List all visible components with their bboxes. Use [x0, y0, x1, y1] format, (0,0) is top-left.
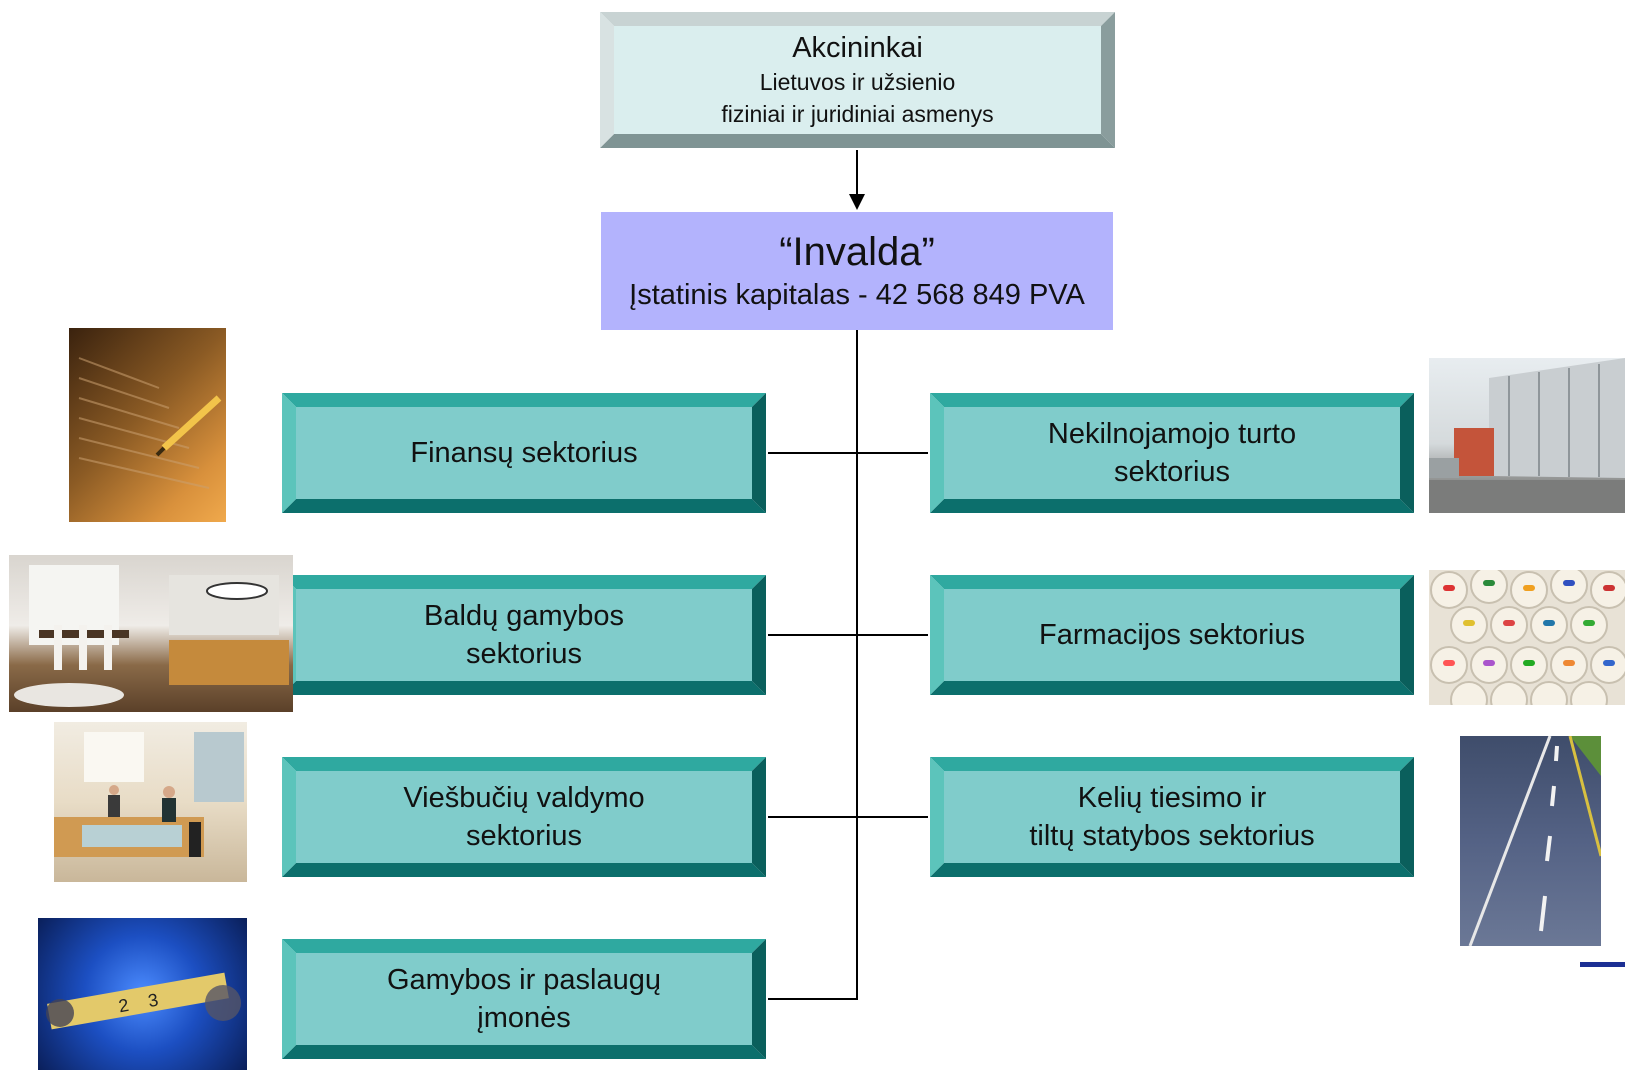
sector-label-line1: Farmacijos sektorius: [1039, 619, 1305, 651]
sector-box-nekilnojamojo: Nekilnojamojo turto sektorius: [930, 393, 1414, 513]
sector-box-baldu: Baldų gamybos sektorius: [282, 575, 766, 695]
corner-accent-bar: [1580, 962, 1625, 967]
finance-photo: [69, 328, 226, 522]
sector-box-farmacijos: Farmacijos sektorius: [930, 575, 1414, 695]
sector-label-line1: Finansų sektorius: [410, 437, 638, 469]
svg-text:2: 2: [117, 995, 130, 1016]
svg-text:3: 3: [146, 990, 159, 1011]
shareholders-box: Akcininkai Lietuvos ir užsienio fiziniai…: [600, 12, 1115, 148]
pills-photo: [1429, 570, 1625, 705]
sector-label-line2: įmonės: [477, 1002, 571, 1034]
connector-top-arrow-line: [856, 150, 858, 198]
road-photo: [1460, 736, 1601, 946]
shareholders-line2: fiziniai ir juridiniai asmenys: [721, 101, 994, 127]
sector-label-line1: Gamybos ir paslaugų: [386, 964, 662, 996]
hotel-photo: [54, 722, 247, 882]
sector-label-line2: sektorius: [465, 820, 583, 852]
branch-baldu: [768, 634, 928, 636]
invalda-subtitle: Įstatinis kapitalas - 42 568 849 PVA: [629, 279, 1085, 311]
sector-label-line1: Kelių tiesimo ir: [1077, 782, 1267, 814]
sector-label-line2: sektorius: [1113, 456, 1231, 488]
sector-label-line2: sektorius: [465, 638, 583, 670]
sector-box-finansu: Finansų sektorius: [282, 393, 766, 513]
sector-box-keliu: Kelių tiesimo ir tiltų statybos sektoriu…: [930, 757, 1414, 877]
building-photo: [1429, 358, 1625, 513]
sector-label-line1: Baldų gamybos: [424, 600, 624, 632]
invalda-title: “Invalda”: [779, 230, 935, 274]
furniture-photo: [9, 555, 293, 712]
branch-finansu: [768, 452, 928, 454]
sector-box-viesbuciu: Viešbučių valdymo sektorius: [282, 757, 766, 877]
shareholders-line1: Lietuvos ir užsienio: [759, 69, 956, 95]
branch-gamybos: [768, 998, 858, 1000]
shareholders-title: Akcininkai: [792, 32, 923, 64]
trunk-line: [856, 330, 858, 1000]
sector-box-gamybos: Gamybos ir paslaugų įmonės: [282, 939, 766, 1059]
sector-label-line2: tiltų statybos sektorius: [1029, 820, 1315, 852]
branch-viesbuciu: [768, 816, 928, 818]
invalda-box: “Invalda” Įstatinis kapitalas - 42 568 8…: [601, 212, 1113, 330]
sector-label-line1: Nekilnojamojo turto: [1047, 418, 1297, 450]
arrow-head-icon: [849, 194, 865, 210]
sector-label-line1: Viešbučių valdymo: [403, 782, 645, 814]
